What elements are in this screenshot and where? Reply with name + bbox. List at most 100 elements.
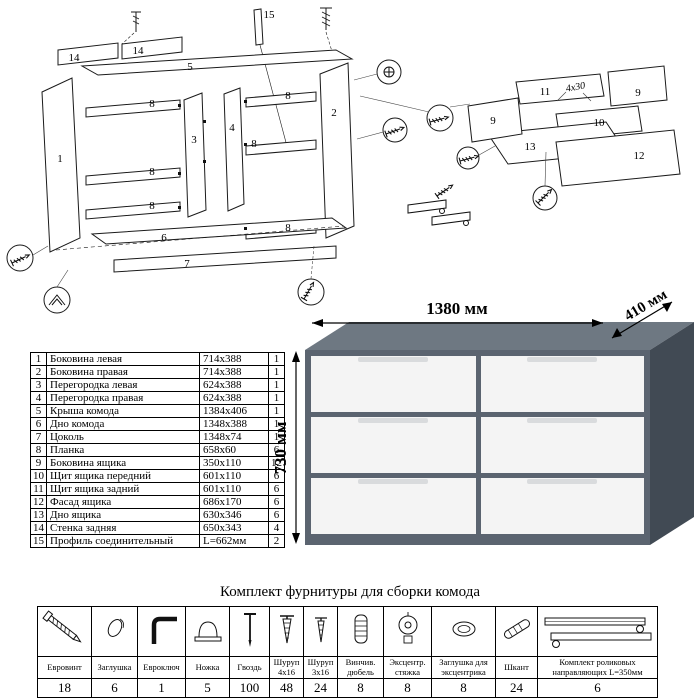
part-label-5: 5 — [187, 61, 193, 73]
plank — [85, 167, 181, 186]
hardware-name: Гвоздь — [229, 656, 270, 679]
part-label-8: 8 — [251, 138, 257, 150]
part-label-3: 3 — [191, 134, 197, 146]
part-size: 658x60 — [199, 443, 269, 457]
hardware-name: Ножка — [185, 656, 230, 679]
part-name: Фасад ящика — [46, 495, 200, 509]
part-qty: 6 — [268, 469, 285, 483]
width-dimension-label: 1380 мм — [426, 299, 488, 318]
screw-size-label: 4x30 — [565, 80, 586, 94]
part-name: Перегородка правая — [46, 391, 200, 405]
part-num: 8 — [30, 443, 47, 457]
hardware-cell — [303, 606, 338, 657]
plank — [85, 99, 181, 118]
hardware-qty: 1 — [137, 678, 186, 698]
part-name: Дно комода — [46, 417, 200, 431]
wood-dowel-icon — [503, 619, 530, 639]
part-label-2: 2 — [331, 107, 337, 119]
hex-key-icon — [151, 616, 177, 644]
part-name: Планка — [46, 443, 200, 457]
left-side-panel — [41, 77, 81, 253]
part-size: L=662мм — [199, 534, 269, 548]
drawer-handle-groove — [358, 357, 428, 362]
hardware-cell — [91, 606, 138, 657]
plank — [245, 91, 317, 108]
part-size: 624x388 — [199, 391, 269, 405]
cam-lock-icon — [398, 612, 417, 644]
leader-lines — [32, 73, 592, 288]
part-label-14: 14 — [133, 45, 145, 57]
hardware-cell — [229, 606, 270, 657]
hardware-name: Комплект роликовых направляющих L=350мм — [537, 656, 658, 679]
part-label-6: 6 — [161, 232, 167, 244]
dresser-top — [305, 322, 694, 350]
screw-3x16-icon — [314, 617, 327, 643]
part-name: Боковина левая — [46, 352, 200, 366]
part-size: 1348x74 — [199, 430, 269, 444]
part-name: Щит ящика передний — [46, 469, 200, 483]
part-name: Перегородка левая — [46, 378, 200, 392]
drawer-front — [311, 356, 476, 412]
hardware-name: Шуруп 3х16 — [303, 656, 338, 679]
drawer-side — [607, 65, 668, 107]
part-label-15: 15 — [264, 9, 276, 21]
hardware-cell — [431, 606, 496, 657]
part-size: 714x388 — [199, 352, 269, 366]
back-panel — [121, 36, 183, 60]
connector-profile — [253, 8, 264, 46]
drawer-handle-groove — [358, 418, 428, 423]
confirmat-screw-icon — [41, 610, 82, 643]
part-name: Дно ящика — [46, 508, 200, 522]
bottom-panel — [90, 217, 348, 245]
hardware-cell — [337, 606, 384, 657]
hardware-table: Евровинт Заглушка Евроключ Ножка Гвоздь … — [37, 606, 658, 698]
drawer-handle-groove — [527, 418, 597, 423]
part-num: 10 — [30, 469, 47, 483]
hardware-cell — [137, 606, 186, 657]
screw-4x16-icon — [279, 615, 294, 644]
dimension-height: 730 мм — [271, 351, 300, 544]
hardware-qty: 8 — [337, 678, 384, 698]
hardware-name: Эксцентр. стяжка — [383, 656, 432, 679]
drawer-handle-groove — [358, 479, 428, 484]
part-label-4: 4 — [229, 122, 235, 134]
part-name: Профиль соединительный — [46, 534, 200, 548]
hardware-qty-row: 18 6 1 5 100 48 24 8 8 8 24 6 — [37, 678, 658, 698]
hardware-names-row: Евровинт Заглушка Евроключ Ножка Гвоздь … — [37, 656, 658, 679]
dowel-marks — [178, 100, 247, 230]
part-size: 624x388 — [199, 378, 269, 392]
drawer-handle-groove — [527, 357, 597, 362]
back-panel — [57, 42, 119, 66]
part-size: 714x388 — [199, 365, 269, 379]
dimension-width: 1380 мм — [312, 299, 603, 327]
hardware-name: Заглушка — [91, 656, 138, 679]
part-num: 14 — [30, 521, 47, 535]
cam-cap-icon — [452, 621, 475, 637]
part-size: 1384x406 — [199, 404, 269, 418]
hardware-name: Шуруп 4х16 — [269, 656, 304, 679]
part-num: 12 — [30, 495, 47, 509]
plank — [85, 201, 181, 220]
foot-icon — [194, 621, 221, 642]
plinth — [113, 245, 337, 273]
part-name: Цоколь — [46, 430, 200, 444]
part-size: 1348x388 — [199, 417, 269, 431]
drawer-front — [311, 478, 476, 534]
part-label-7: 7 — [184, 258, 190, 270]
part-name: Крыша комода — [46, 404, 200, 418]
part-num: 11 — [30, 482, 47, 496]
hardware-name: Заглушка для эксцентрика — [431, 656, 496, 679]
drawer-front — [481, 417, 644, 473]
part-label-8: 8 — [149, 98, 155, 110]
